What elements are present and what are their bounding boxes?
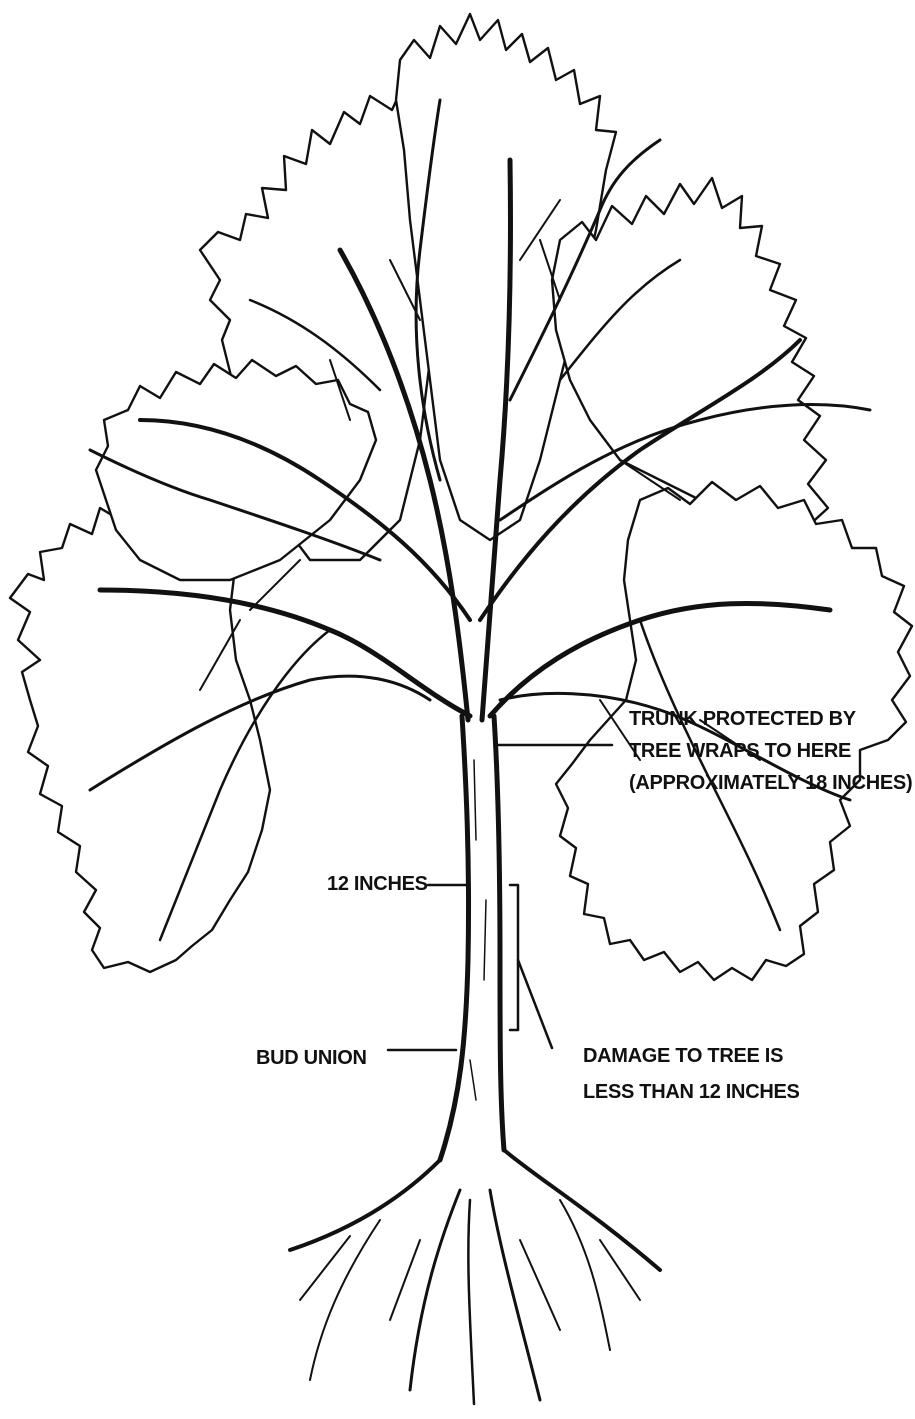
damage-label-line-1: DAMAGE TO TREE IS (583, 1045, 783, 1067)
trunk-protected-label-line-1: TRUNK PROTECTED BY (629, 708, 857, 730)
damage-leader-line (518, 960, 552, 1048)
bud-union-label: BUD UNION (256, 1047, 367, 1069)
trunk (440, 716, 504, 1160)
damage-label-line-2: LESS THAN 12 INCHES (583, 1081, 800, 1103)
twelve-inches-label: 12 INCHES (327, 873, 428, 895)
trunk-protected-label-line-2: TREE WRAPS TO HERE (629, 740, 851, 762)
canopy-right-cluster (556, 482, 912, 980)
trunk-protected-label-line-3: (APPROXIMATELY 18 INCHES) (629, 772, 912, 794)
twelve-inches-bracket (510, 885, 518, 1030)
roots-icon (290, 1150, 660, 1404)
